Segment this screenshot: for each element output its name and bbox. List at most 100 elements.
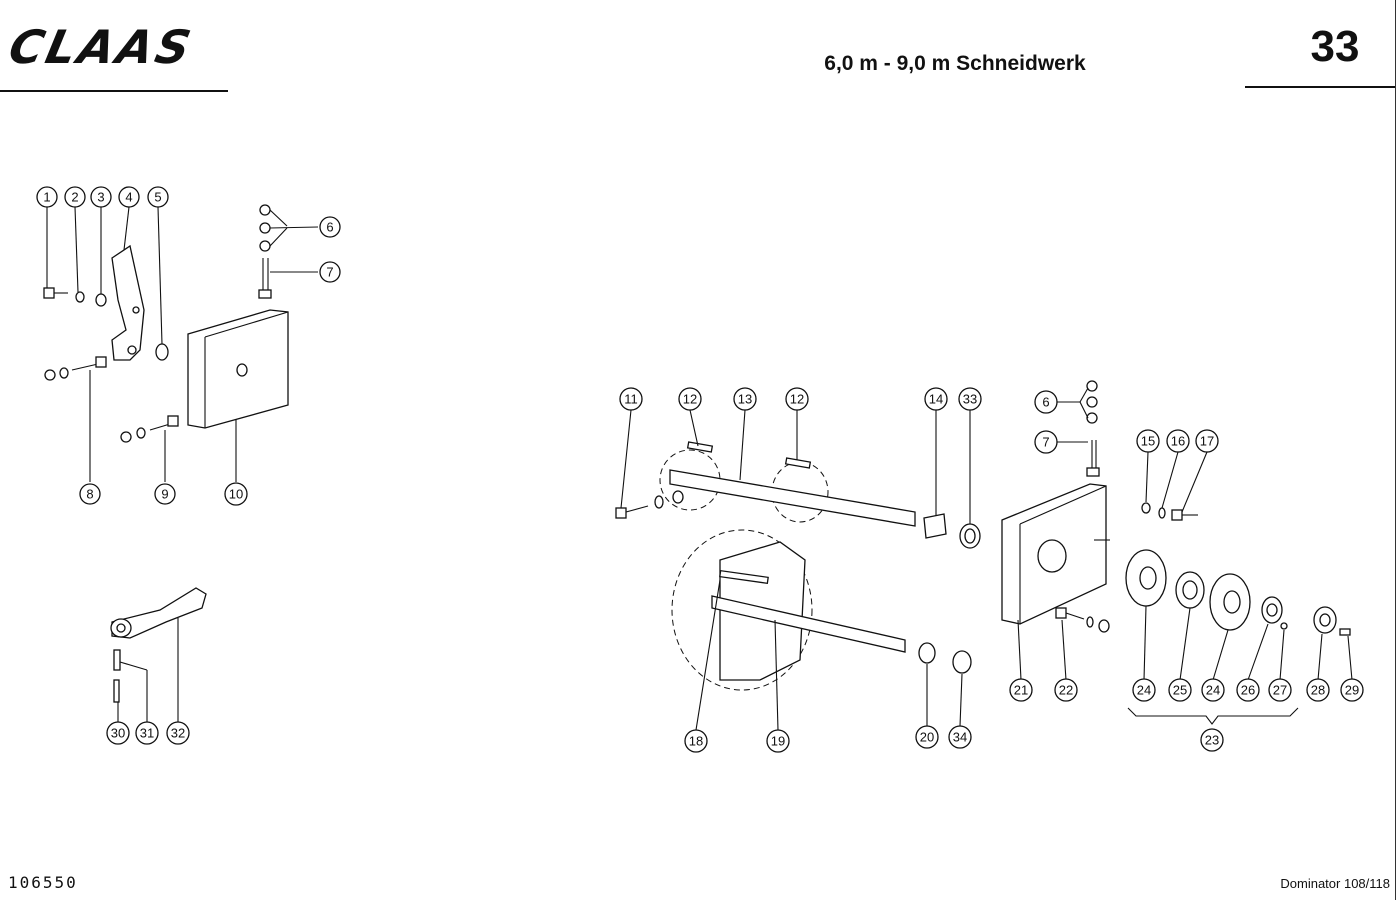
callout-5: 5	[147, 186, 169, 208]
bolt-head-part	[1171, 509, 1183, 521]
svg-text:29: 29	[1345, 683, 1359, 698]
callout-23: 23	[1200, 728, 1224, 752]
set-screw-part	[1339, 628, 1351, 636]
svg-text:23: 23	[1205, 733, 1219, 748]
shaft-assembly-upper	[615, 441, 981, 549]
nut-part	[1098, 619, 1110, 633]
header-rule-right	[1245, 86, 1395, 88]
svg-text:27: 27	[1273, 683, 1287, 698]
bolt-head-part	[615, 507, 627, 519]
svg-text:20: 20	[920, 730, 934, 745]
callout-8: 8	[79, 483, 101, 505]
nut-part	[259, 204, 271, 252]
svg-text:26: 26	[1241, 683, 1255, 698]
lever-part	[111, 244, 145, 361]
key-part	[719, 569, 769, 585]
callout-3: 3	[90, 186, 112, 208]
lever-hole	[127, 345, 137, 355]
callout-11: 11	[619, 387, 643, 411]
svg-text:14: 14	[929, 392, 943, 407]
svg-text:7: 7	[1042, 435, 1049, 450]
callout-25: 25	[1168, 678, 1192, 702]
svg-text:25: 25	[1173, 683, 1187, 698]
svg-text:11: 11	[624, 392, 638, 407]
bolt-part	[44, 356, 107, 381]
callout-6: 6	[319, 216, 341, 238]
callout-16: 16	[1166, 429, 1190, 453]
svg-text:5: 5	[154, 190, 161, 205]
bolt-part	[43, 287, 68, 299]
sprocket-outline	[671, 529, 813, 691]
callout-28: 28	[1306, 678, 1330, 702]
svg-text:2: 2	[71, 190, 78, 205]
callout-17: 17	[1195, 429, 1219, 453]
callout-22: 22	[1054, 678, 1078, 702]
svg-text:34: 34	[953, 730, 967, 745]
callout-1: 1	[36, 186, 58, 208]
callout-10: 10	[224, 482, 248, 506]
callout-12: 12	[678, 387, 702, 411]
svg-text:28: 28	[1311, 683, 1325, 698]
key-part	[784, 457, 812, 469]
svg-text:6: 6	[326, 220, 333, 235]
nut-part	[1086, 380, 1098, 392]
svg-text:7: 7	[326, 265, 333, 280]
callout-29: 29	[1340, 678, 1364, 702]
svg-text:22: 22	[1059, 683, 1073, 698]
callout-15: 15	[1136, 429, 1160, 453]
page-title: 6,0 m - 9,0 m Schneidwerk	[824, 52, 1086, 75]
group-bracket-23	[1127, 707, 1299, 725]
svg-text:24: 24	[1206, 683, 1220, 698]
nut-part	[672, 490, 684, 504]
collar-bore	[1319, 613, 1331, 627]
callout-4: 4	[118, 186, 140, 208]
svg-text:12: 12	[790, 392, 804, 407]
key-part	[686, 441, 714, 453]
callout-24: 24	[1132, 678, 1156, 702]
callout-21: 21	[1009, 678, 1033, 702]
svg-text:4: 4	[125, 190, 132, 205]
page-border	[1395, 0, 1396, 900]
nut-part	[1086, 412, 1098, 424]
lower-shaft-part	[711, 595, 906, 653]
crank-arm-bore	[116, 623, 126, 633]
svg-text:24: 24	[1137, 683, 1151, 698]
callout-19: 19	[766, 729, 790, 753]
bearing-plate-assembly	[1001, 380, 1351, 636]
document-number: 106550	[8, 873, 78, 892]
bushing-part	[923, 513, 947, 539]
svg-text:19: 19	[771, 734, 785, 749]
svg-text:9: 9	[161, 487, 168, 502]
callout-34: 34	[948, 725, 972, 749]
svg-text:33: 33	[963, 392, 977, 407]
page-number: 33	[1310, 22, 1360, 71]
svg-text:12: 12	[683, 392, 697, 407]
svg-text:21: 21	[1014, 683, 1028, 698]
washer-part	[654, 495, 664, 509]
callout-14: 14	[924, 387, 948, 411]
lever-hole	[132, 306, 140, 314]
ball-bearing-bore	[1182, 580, 1198, 600]
callout-26: 26	[1236, 678, 1260, 702]
callout-33: 33	[958, 387, 982, 411]
collar-bore	[1266, 603, 1278, 617]
seal-ring-part	[952, 650, 972, 674]
callout-31: 31	[135, 721, 159, 745]
set-screw-part	[1280, 622, 1288, 630]
callout-7-second: 7	[1034, 430, 1058, 454]
callout-12-second: 12	[785, 387, 809, 411]
callout-2: 2	[64, 186, 86, 208]
svg-text:13: 13	[738, 392, 752, 407]
svg-text:3: 3	[97, 190, 104, 205]
bracket-plate-part	[187, 309, 289, 429]
leader-lines-left	[46, 206, 319, 482]
drive-shaft-part	[669, 469, 916, 527]
svg-text:32: 32	[171, 726, 185, 741]
svg-text:6: 6	[1042, 395, 1049, 410]
shaft-assembly-lower	[671, 529, 972, 691]
callout-24-second: 24	[1201, 678, 1225, 702]
callout-20: 20	[915, 725, 939, 749]
callout-30: 30	[106, 721, 130, 745]
